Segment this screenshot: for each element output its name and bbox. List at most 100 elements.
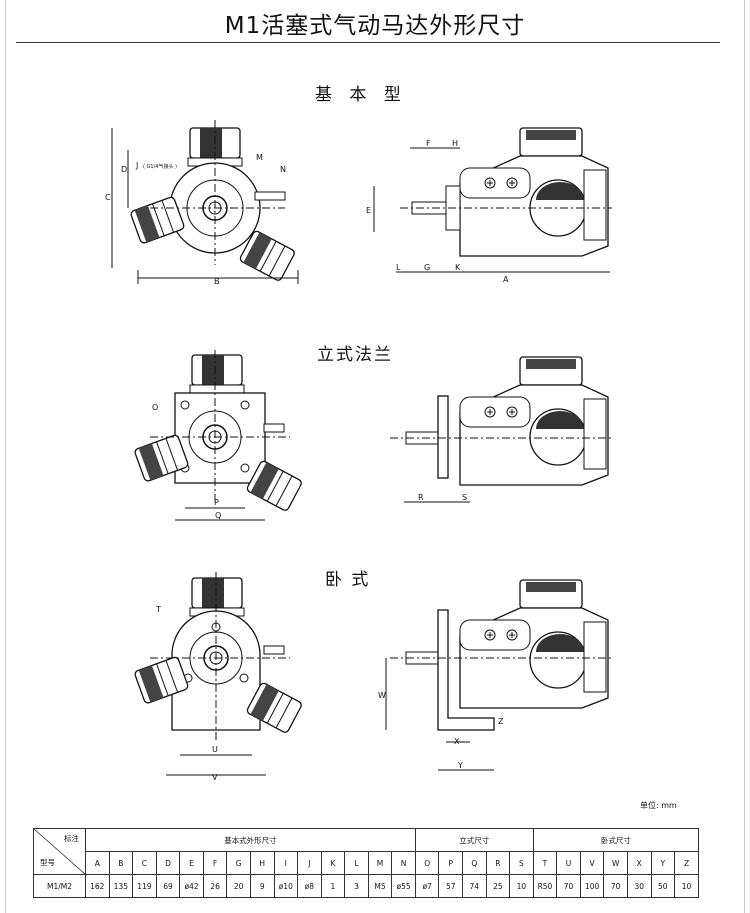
value-cell-F: 26 <box>202 874 228 898</box>
value-cell-R: 25 <box>485 874 511 898</box>
column-header-K: K <box>320 851 346 875</box>
column-header-J: J <box>297 851 322 875</box>
column-header-D: D <box>155 851 181 875</box>
column-header-N: N <box>391 851 416 875</box>
column-header-A: A <box>85 851 110 875</box>
value-cell-Y: 50 <box>650 874 676 898</box>
dim-label-H: H <box>452 139 458 148</box>
column-header-P: P <box>438 851 463 875</box>
column-header-I: I <box>273 851 299 875</box>
dim-label-C: C <box>105 193 111 202</box>
value-cell-I: ø10 <box>273 874 299 898</box>
dim-label-E: E <box>366 206 371 215</box>
value-cell-N: ø55 <box>391 874 416 898</box>
section-title-flange: 立式法兰 <box>317 345 393 365</box>
column-header-U: U <box>556 851 581 875</box>
dim-label-L: L <box>396 263 401 272</box>
dim-label-F: F <box>426 139 431 148</box>
value-cell-B: 135 <box>108 874 134 898</box>
unit-note: 单位: mm <box>640 801 677 810</box>
column-header-S: S <box>509 851 534 875</box>
dim-label-Z: Z <box>498 717 504 726</box>
flange-side-view: R S <box>390 356 612 503</box>
group-header-horizontal: 卧式尺寸 <box>532 828 700 852</box>
column-header-R: R <box>485 851 511 875</box>
corner-label-annotation: 标注 <box>64 834 79 843</box>
dim-label-X: X <box>454 737 460 746</box>
value-cell-A: 162 <box>85 874 110 898</box>
column-header-E: E <box>179 851 204 875</box>
basic-side-view: F H E L G K A <box>366 127 612 284</box>
column-header-Y: Y <box>650 851 676 875</box>
dim-label-Y: Y <box>457 761 463 770</box>
dim-label-W: W <box>378 691 386 700</box>
page-title: M1活塞式气动马达外形尺寸 <box>224 13 526 39</box>
dim-label-O: O <box>152 403 158 412</box>
dim-label-V: V <box>212 773 218 782</box>
dim-label-G: G <box>424 263 430 272</box>
value-cell-O: ø7 <box>414 874 440 898</box>
section-title-horizontal: 卧 式 <box>325 570 371 590</box>
dim-label-B: B <box>214 277 220 286</box>
value-cell-V: 100 <box>579 874 605 898</box>
column-header-L: L <box>344 851 369 875</box>
dim-label-N: N <box>280 165 286 174</box>
dim-label-Q: Q <box>215 511 221 520</box>
dim-label-A: A <box>503 275 509 284</box>
column-header-V: V <box>579 851 605 875</box>
drawing-sheet <box>5 0 745 913</box>
column-header-M: M <box>367 851 393 875</box>
flange-front-view: O P Q <box>133 350 304 521</box>
section-title-basic: 基 本 型 <box>315 85 407 105</box>
group-header-flange: 立式尺寸 <box>414 828 534 852</box>
dim-label-S: S <box>462 493 467 502</box>
value-cell-L: 3 <box>344 874 369 898</box>
column-header-Z: Z <box>674 851 699 875</box>
value-cell-T: R50 <box>532 874 558 898</box>
value-cell-P: 57 <box>438 874 463 898</box>
dim-label-J: J <box>135 161 138 170</box>
column-header-H: H <box>249 851 275 875</box>
value-cell-W: 70 <box>603 874 628 898</box>
value-cell-Q: 74 <box>462 874 487 898</box>
dim-label-P: P <box>214 498 219 507</box>
dim-label-K: K <box>455 263 461 272</box>
column-header-O: O <box>414 851 440 875</box>
column-header-G: G <box>226 851 251 875</box>
value-cell-J: ø8 <box>297 874 322 898</box>
horizontal-side-view: W Z X Y <box>378 579 612 771</box>
value-cell-G: 20 <box>226 874 251 898</box>
column-header-W: W <box>603 851 628 875</box>
group-header-basic: 基本式外形尺寸 <box>85 828 416 852</box>
value-cell-Z: 10 <box>674 874 699 898</box>
value-cell-E: ø42 <box>179 874 204 898</box>
value-cell-U: 70 <box>556 874 581 898</box>
value-cell-S: 10 <box>509 874 534 898</box>
column-header-T: T <box>532 851 558 875</box>
value-cell-K: 1 <box>320 874 346 898</box>
dim-label-U: U <box>212 745 218 754</box>
column-header-C: C <box>132 851 157 875</box>
table-corner-cell: 标注 型号 <box>33 828 86 875</box>
column-header-B: B <box>108 851 134 875</box>
value-cell-X: 30 <box>626 874 652 898</box>
value-cell-C: 119 <box>132 874 157 898</box>
value-cell-H: 9 <box>249 874 275 898</box>
column-header-F: F <box>202 851 228 875</box>
value-cell-M: M5 <box>367 874 393 898</box>
dim-label-M: M <box>256 153 263 162</box>
column-header-X: X <box>626 851 652 875</box>
column-header-Q: Q <box>462 851 487 875</box>
dim-label-T: T <box>155 605 161 614</box>
dim-label-D: D <box>121 165 127 174</box>
model-cell: M1/M2 <box>33 874 86 898</box>
corner-label-model: 型号 <box>40 858 55 867</box>
basic-front-view: C D J ( G1/4气接头 ) M N B <box>105 120 299 286</box>
dim-label-R: R <box>418 493 424 502</box>
value-cell-D: 69 <box>155 874 181 898</box>
title-underline <box>16 42 720 43</box>
